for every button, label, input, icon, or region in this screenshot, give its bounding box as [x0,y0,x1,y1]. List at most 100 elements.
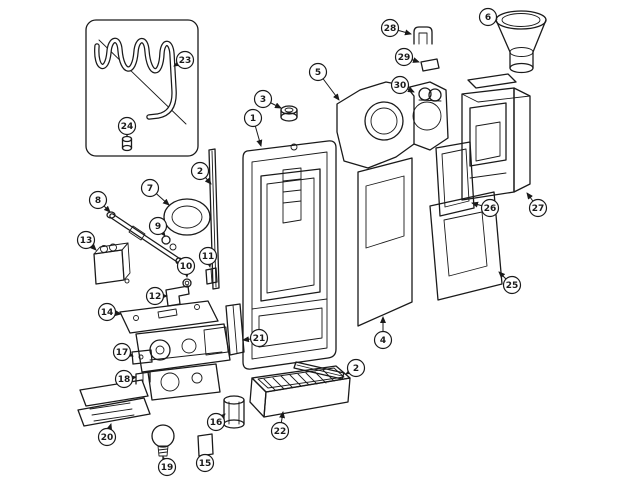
inset-border [85,19,199,157]
callout-number: 4 [380,336,386,346]
callout-21: 21 [242,328,269,348]
callout-bubble [88,190,108,210]
callout-2: 2 [345,358,366,378]
callout-bubble [394,47,414,67]
callout-number: 28 [384,24,397,34]
callout-number: 7 [147,184,153,194]
water-fill-tube-inner [95,39,176,119]
callout-number: 13 [80,236,93,246]
ice-chute-funnel [495,10,547,74]
callout-bubble [97,427,117,447]
parts-layer [77,10,547,460]
dispenser-trim-panel [435,141,475,217]
callout-bubble [253,89,273,109]
callout-bubble [145,286,165,306]
callout-29: 29 [394,47,420,67]
callout-bubble [478,7,498,27]
retainer-clip-part [413,26,433,45]
callout-15: 15 [195,453,215,473]
button-plug-part [280,105,298,122]
callout-10: 10 [176,256,196,278]
callout-bubble [198,246,218,266]
angle-bracket [165,285,190,307]
door-trim-strip-bottom [293,361,345,380]
callout-number: 3 [260,95,266,105]
callout-14: 14 [97,302,122,322]
callout-bubble [206,412,226,432]
callout-30: 30 [390,75,415,95]
callout-bubble [243,108,263,128]
mounting-plate [119,300,219,334]
tube-clamp-part [418,87,442,102]
callout-bubble [148,216,168,236]
callout-bubble [76,230,96,250]
callout-8: 8 [88,190,111,213]
callout-6: 6 [478,7,498,27]
callout-number: 9 [155,222,161,232]
callout-number: 20 [101,433,114,443]
spacer-part [420,58,440,72]
auger-motor-assembly [135,323,231,401]
callout-18: 18 [114,369,137,389]
callout-24: 24 [117,116,137,137]
callout-bubble [528,198,548,218]
gasket-ring [163,198,211,236]
callout-number: 30 [394,81,407,91]
callout-number: 23 [179,56,192,66]
callout-number: 6 [485,13,491,23]
callout-number: 21 [253,334,266,344]
callout-number: 12 [149,292,162,302]
callout-13: 13 [76,230,97,251]
rear-insulation-panel [357,157,413,327]
air-duct-panel [336,81,449,169]
callout-bubble [112,342,132,362]
callout-bubble [176,256,196,276]
callout-bubble [270,421,290,441]
callout-23: 23 [173,50,195,70]
callout-number: 2 [353,364,359,374]
callout-bubble [190,161,210,181]
callout-bubble [114,369,134,389]
callout-number: 5 [315,68,321,78]
switch-clip-part [205,267,218,285]
callout-number: 24 [121,122,134,132]
callout-number: 14 [101,308,114,318]
callout-number: 18 [118,375,131,385]
door-trim-strip-left [208,148,220,290]
callout-5: 5 [308,62,340,101]
callout-bubble [502,275,522,295]
callout-bubble [346,358,366,378]
access-panels [77,379,151,427]
callout-19: 19 [157,457,177,477]
fill-tube-nozzle-part [121,135,133,152]
callout-bubble [380,18,400,38]
callout-bubble [175,50,195,70]
water-supply-tube [106,211,183,265]
callout-1: 1 [243,108,263,147]
callout-number: 29 [398,53,411,63]
callout-11: 11 [198,246,218,268]
callout-bubble [480,198,500,218]
callout-number: 25 [506,281,519,291]
callout-bubble [140,178,160,198]
callout-20: 20 [97,423,117,447]
callout-3: 3 [253,89,282,109]
callout-number: 10 [180,262,193,272]
callout-12: 12 [145,286,168,306]
slide-rail [225,303,245,356]
callout-number: 19 [161,463,174,473]
callout-26: 26 [471,198,500,218]
grommet-part [182,278,192,288]
fill-tube-inset-box [85,19,199,157]
water-valve [93,242,131,285]
callout-27: 27 [526,192,548,218]
callout-number: 2 [197,167,203,177]
callout-25: 25 [498,271,522,295]
solenoid-coil [223,395,245,429]
callout-number: 16 [210,418,223,428]
callout-22: 22 [270,411,290,441]
callout-layer: 2324123528293062726254222789131011121421… [76,7,548,477]
callout-number: 8 [95,196,101,206]
door-outer-panel [429,191,503,301]
callout-17: 17 [112,342,134,362]
